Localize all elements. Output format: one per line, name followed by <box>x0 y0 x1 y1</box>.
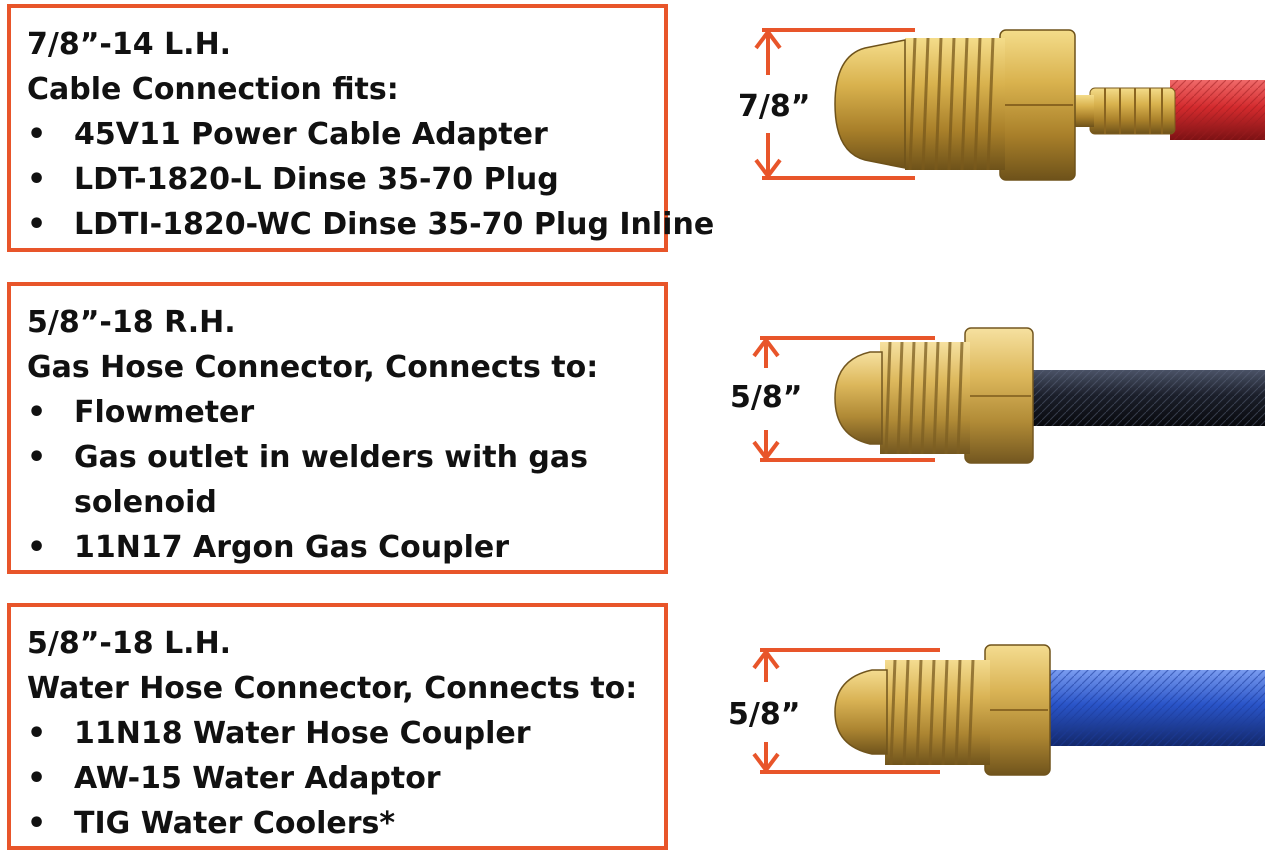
bullet-icon: • <box>27 162 47 197</box>
compatibility-list: •Flowmeter •Gas outlet in welders with g… <box>27 390 664 570</box>
dimension-label: 7/8” <box>738 89 810 124</box>
bullet-icon: • <box>27 761 47 796</box>
list-item: •Gas outlet in welders with gas <box>27 435 664 480</box>
connector-subheading: Gas Hose Connector, Connects to: <box>27 350 599 385</box>
list-item: •11N17 Argon Gas Coupler <box>27 525 664 570</box>
fitting-photo-gas: 5/8” <box>690 300 1265 500</box>
dimension-label: 5/8” <box>730 380 802 415</box>
list-item: •45V11 Power Cable Adapter <box>27 112 664 157</box>
fitting-photo-cable: 7/8” <box>690 0 1265 215</box>
list-item-continuation: solenoid <box>74 485 217 520</box>
bullet-icon: • <box>27 395 47 430</box>
connector-heading: 5/8”-18 R.H. <box>27 305 236 340</box>
list-item: •Flowmeter <box>27 390 664 435</box>
bullet-icon: • <box>27 806 47 841</box>
compatibility-list: •11N18 Water Hose Coupler •AW-15 Water A… <box>27 711 664 846</box>
connector-box-gas: 5/8”-18 R.H. Gas Hose Connector, Connect… <box>7 282 668 574</box>
compatibility-list: •45V11 Power Cable Adapter •LDT-1820-L D… <box>27 112 714 247</box>
list-item: •11N18 Water Hose Coupler <box>27 711 664 756</box>
connector-subheading: Cable Connection fits: <box>27 72 399 107</box>
fitting-photo-water: 5/8” <box>690 620 1265 820</box>
bullet-icon: • <box>27 530 47 565</box>
connector-box-water: 5/8”-18 L.H. Water Hose Connector, Conne… <box>7 603 668 850</box>
dimension-label: 5/8” <box>728 697 800 732</box>
dimension-arrow <box>754 28 915 180</box>
bullet-icon: • <box>27 117 47 152</box>
connector-heading: 5/8”-18 L.H. <box>27 626 232 661</box>
bullet-icon: • <box>27 716 47 751</box>
dimension-arrow <box>752 336 935 462</box>
list-item: •TIG Water Coolers* <box>27 801 664 846</box>
bullet-icon: • <box>27 207 47 242</box>
connector-subheading: Water Hose Connector, Connects to: <box>27 671 638 706</box>
list-item: •LDT-1820-L Dinse 35-70 Plug <box>27 157 664 202</box>
dimension-arrow <box>752 648 940 774</box>
list-item: •LDTI-1820-WC Dinse 35-70 Plug Inline <box>27 202 714 247</box>
connector-box-cable: 7/8”-14 L.H. Cable Connection fits: •45V… <box>7 4 714 252</box>
list-item: •AW-15 Water Adaptor <box>27 756 664 801</box>
connector-heading: 7/8”-14 L.H. <box>27 27 232 62</box>
bullet-icon: • <box>27 440 47 475</box>
